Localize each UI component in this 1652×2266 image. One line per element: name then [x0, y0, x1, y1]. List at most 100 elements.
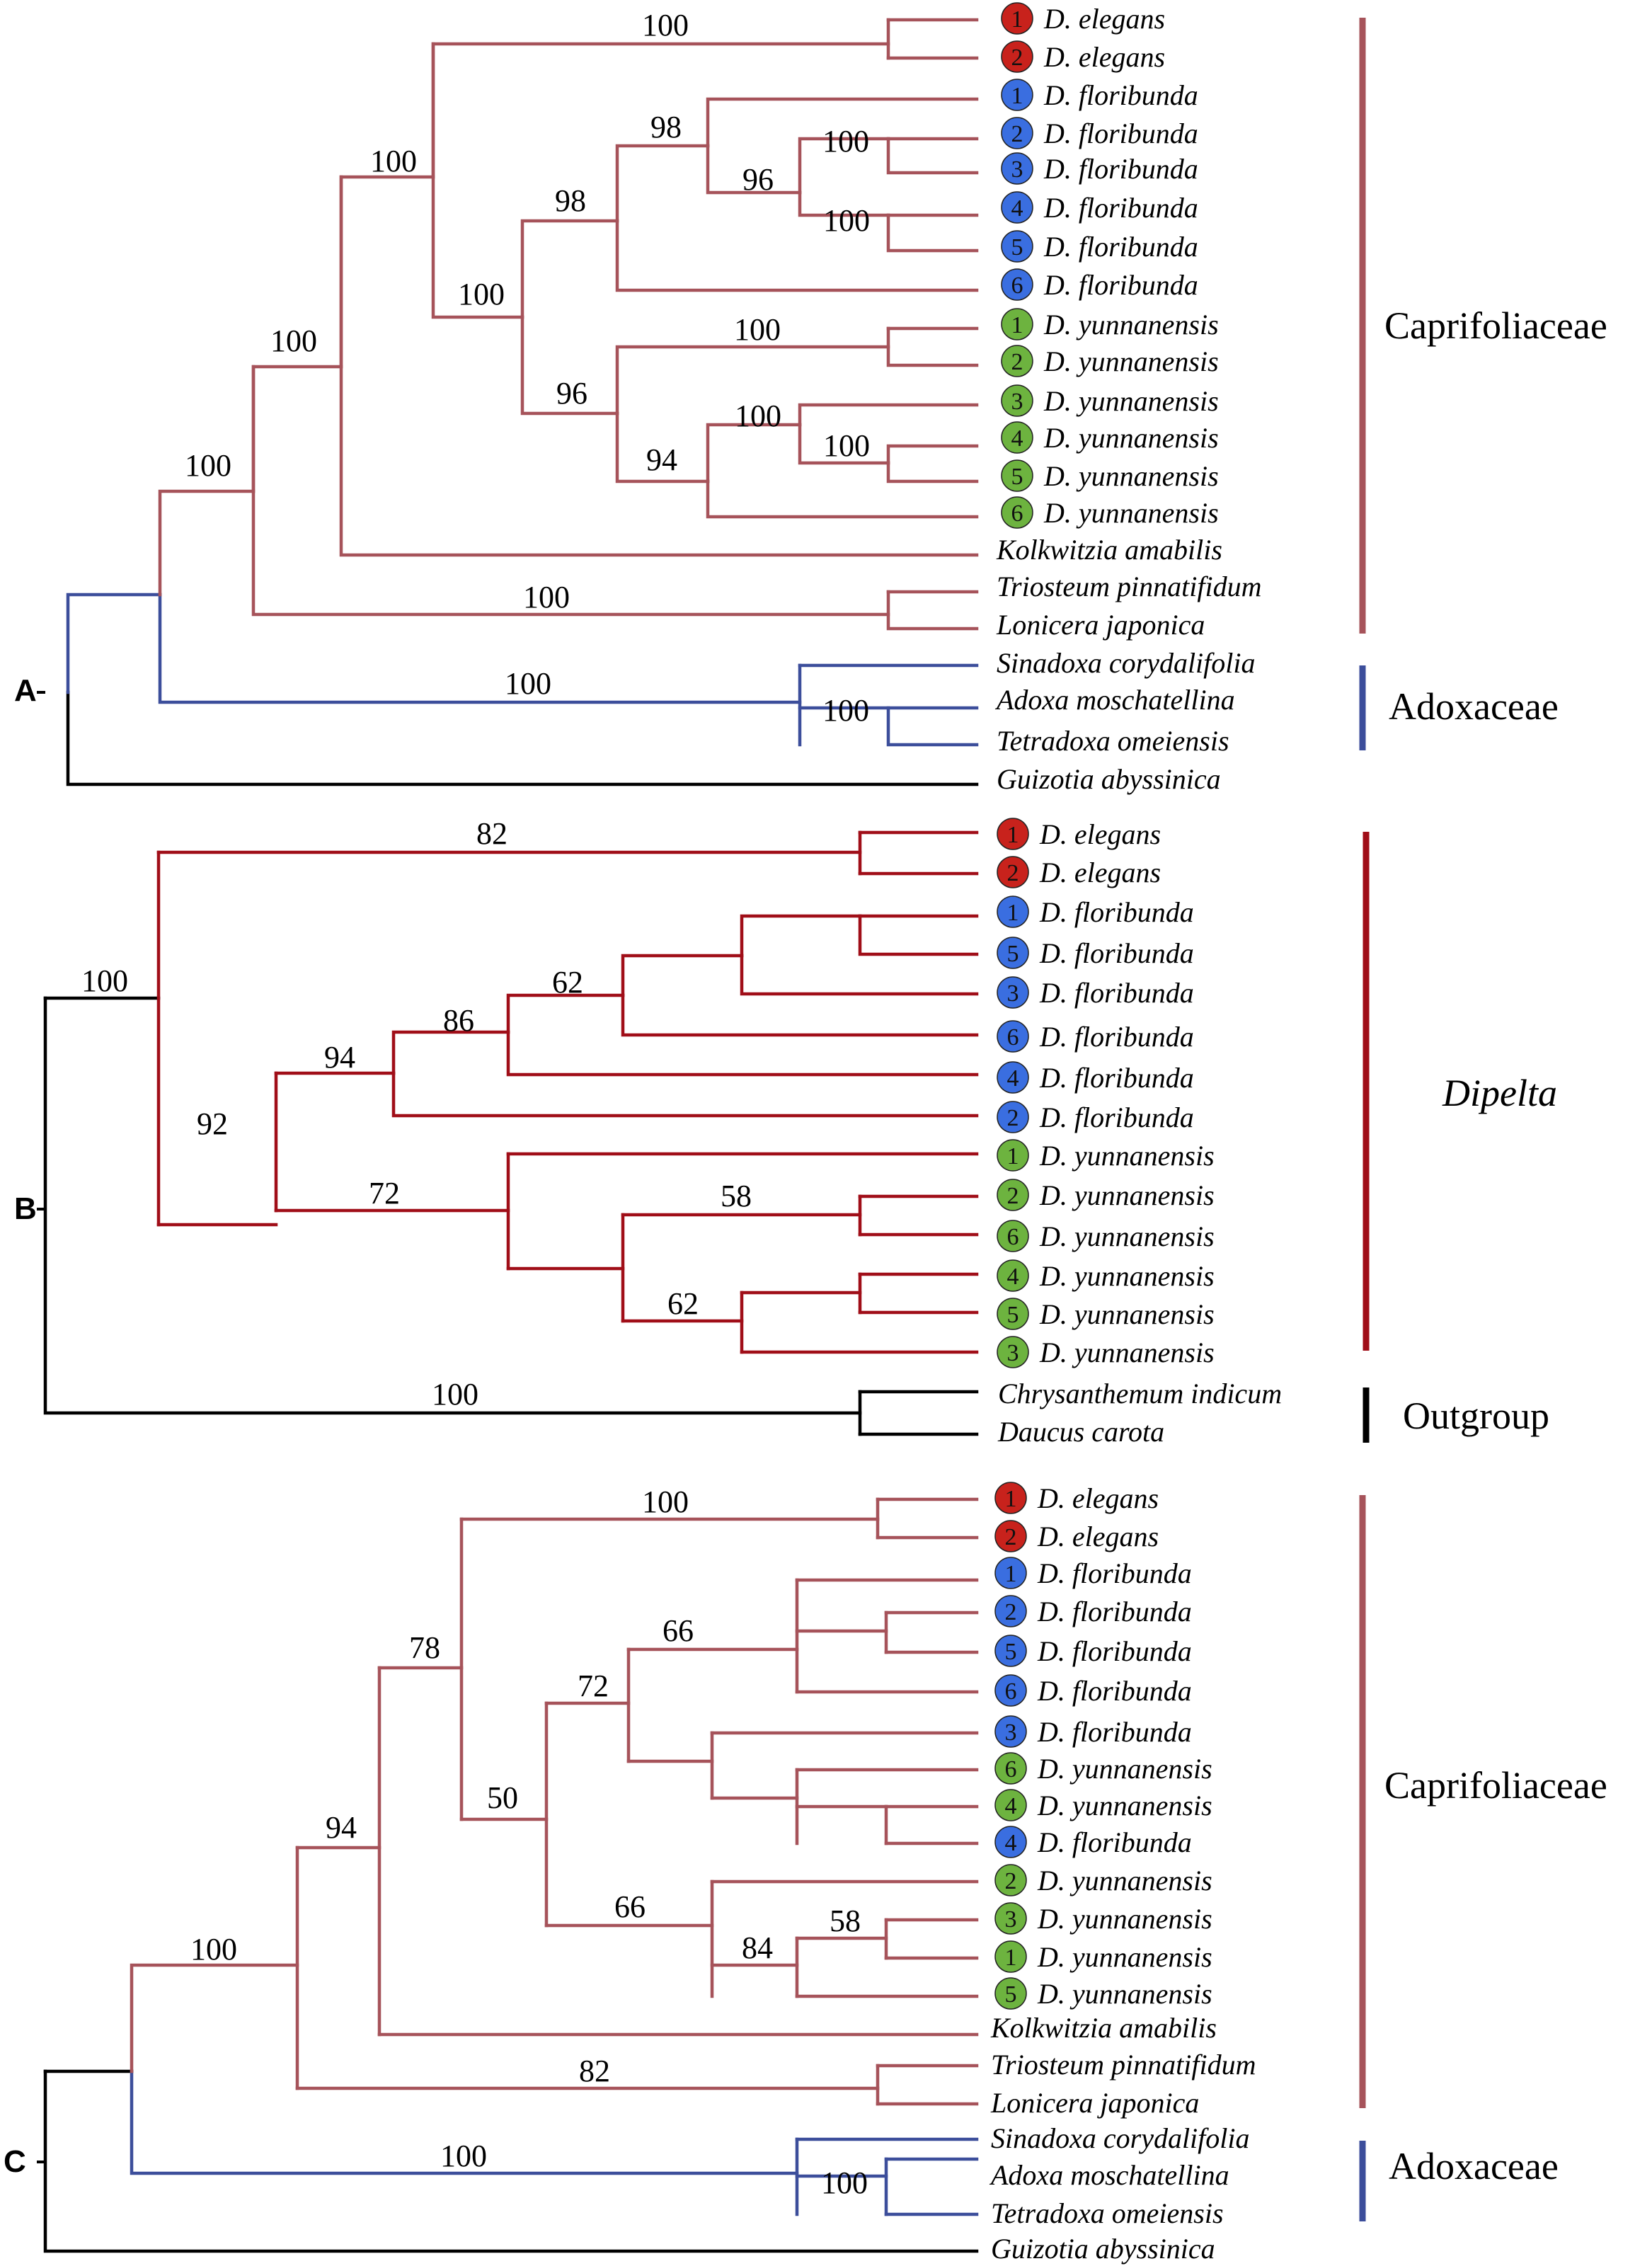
- sample-number-badge: [997, 1139, 1029, 1172]
- tip-label: Tetradoxa omeiensis: [997, 725, 1229, 757]
- sample-number: 5: [1005, 1639, 1017, 1665]
- taxon-name: Tetradoxa omeiensis: [991, 2197, 1224, 2229]
- taxon-name: D. floribunda: [1037, 1635, 1192, 1667]
- taxon-name: Chrysanthemum indicum: [998, 1378, 1282, 1409]
- sample-number-badge: [1001, 2, 1033, 35]
- sample-number: 4: [1007, 1065, 1019, 1092]
- tip-branch: [886, 461, 979, 483]
- tip-label: Adoxa moschatellina: [994, 684, 1235, 716]
- sample-number-badge: [1001, 496, 1033, 529]
- tip-branch: [798, 403, 979, 427]
- tip-label: Tetradoxa omeiensis: [991, 2197, 1224, 2229]
- tip-label: Sinadoxa corydalifolia: [991, 2122, 1250, 2154]
- support-value: 100: [440, 2139, 487, 2173]
- sample-number-badge: [997, 1259, 1029, 1292]
- sample-number: 6: [1007, 1024, 1019, 1051]
- sample-number: 2: [1011, 349, 1023, 375]
- clade-name: Adoxaceae: [1389, 2145, 1559, 2187]
- taxon-name: D. floribunda: [1043, 192, 1198, 224]
- support-value: 58: [721, 1179, 752, 1213]
- tip-branch: [706, 97, 979, 148]
- sample-number: 1: [1007, 1143, 1019, 1169]
- support-value: 100: [821, 2165, 868, 2200]
- taxon-name: D. floribunda: [1039, 896, 1194, 928]
- sample-number: 2: [1005, 1599, 1017, 1625]
- tip-label: Daucus carota: [997, 1416, 1164, 1448]
- taxon-name: D. yunnanensis: [1037, 1790, 1212, 1821]
- panel-label: A: [14, 673, 37, 708]
- taxon-name: Guizotia abyssinica: [997, 763, 1221, 795]
- taxon-name: Daucus carota: [997, 1416, 1164, 1448]
- sample-number: 2: [1007, 860, 1019, 886]
- support-value: 100: [505, 666, 551, 701]
- support-value: 82: [476, 816, 507, 851]
- taxon-name: Kolkwitzia amabilis: [996, 534, 1222, 566]
- sample-number-badge: [1001, 459, 1033, 492]
- taxon-name: D. yunnanensis: [1039, 1260, 1215, 1292]
- sample-number-badge: [1001, 79, 1033, 111]
- adoxaceae-stem: [130, 2069, 799, 2175]
- tip-label: Guizotia abyssinica: [991, 2233, 1215, 2265]
- branch: [740, 914, 862, 958]
- support-value: 50: [487, 1780, 518, 1815]
- taxon-name: D. yunnanensis: [1043, 422, 1219, 454]
- taxon-name: Kolkwitzia amabilis: [990, 2012, 1217, 2044]
- support-value: 82: [579, 2054, 610, 2088]
- taxon-name: D. yunnanensis: [1043, 497, 1219, 529]
- taxon-name: D. yunnanensis: [1039, 1220, 1215, 1252]
- sample-number-badge: [997, 895, 1029, 928]
- support-value: 96: [556, 376, 587, 411]
- sample-number: 6: [1011, 273, 1023, 299]
- support-value: 100: [823, 428, 870, 463]
- support-value: 100: [642, 1484, 689, 1519]
- branch: [615, 144, 710, 223]
- sample-number: 4: [1005, 1830, 1017, 1856]
- sample-number: 3: [1005, 1906, 1017, 1933]
- sample-number: 3: [1011, 156, 1023, 183]
- tip-label: 5 D. floribunda: [994, 1635, 1192, 1667]
- taxon-name: D. elegans: [1039, 818, 1161, 850]
- taxon-name: D. floribunda: [1043, 231, 1198, 263]
- taxon-name: D. floribunda: [1039, 1101, 1194, 1133]
- taxon-name: D. elegans: [1043, 41, 1165, 73]
- clade-name: Dipelta: [1442, 1072, 1557, 1114]
- sample-number-badge: [1001, 40, 1033, 73]
- support-value: 100: [735, 399, 781, 433]
- sample-number-badge: [994, 1864, 1027, 1896]
- taxon-name: D. yunnanensis: [1037, 1753, 1212, 1785]
- sample-number: 2: [1007, 1183, 1019, 1209]
- sample-number-badge: [994, 1940, 1027, 1973]
- taxon-name: D. floribunda: [1043, 269, 1198, 301]
- sample-number: 3: [1005, 1719, 1017, 1746]
- branch: [798, 190, 890, 217]
- taxon-name: D. floribunda: [1043, 79, 1198, 111]
- tip-branch: [706, 479, 979, 519]
- taxon-name: D. floribunda: [1037, 1557, 1192, 1589]
- sample-number: 3: [1007, 1340, 1019, 1366]
- sample-number: 1: [1005, 1561, 1017, 1587]
- taxon-name: D. elegans: [1037, 1521, 1159, 1552]
- sample-number: 2: [1005, 1868, 1017, 1894]
- support-value: 100: [185, 448, 231, 483]
- sample-number-badge: [997, 976, 1029, 1009]
- sample-number: 2: [1011, 45, 1023, 71]
- taxon-name: D. yunnanensis: [1039, 1140, 1215, 1172]
- taxon-name: D. floribunda: [1039, 977, 1194, 1009]
- sample-number-badge: [1001, 345, 1033, 377]
- support-value: 86: [443, 1003, 474, 1038]
- taxon-name: Sinadoxa corydalifolia: [997, 647, 1256, 679]
- tip-branch: [391, 1071, 979, 1118]
- clade-name: Caprifoliaceae: [1384, 304, 1607, 347]
